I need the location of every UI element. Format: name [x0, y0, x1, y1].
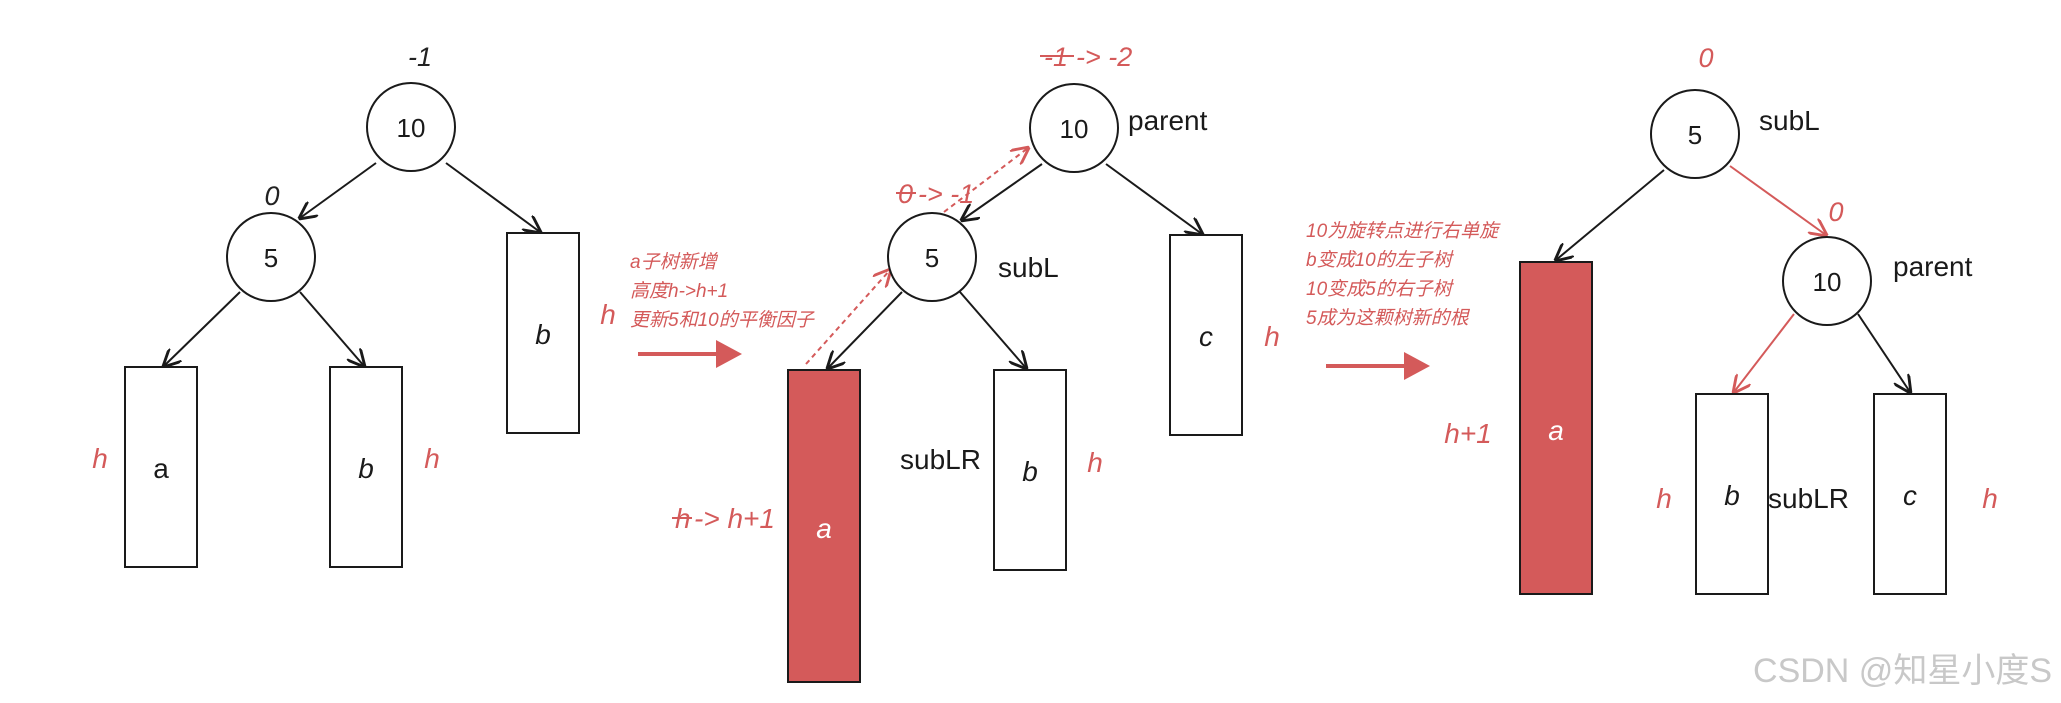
step-2-note-4: 5成为这颗树新的根 [1306, 307, 1471, 329]
subtree-a [124, 366, 198, 568]
subtree-b-under-10-height: h [600, 299, 616, 330]
node-5-value: 5 [925, 243, 939, 273]
edge-10-to-b [1734, 313, 1795, 392]
subtree-a-height-new: -> h+1 [694, 503, 775, 534]
subtree-b-under-10-label: b [535, 319, 551, 350]
node-10 [366, 82, 456, 172]
subtree-c-label: c [1903, 480, 1917, 511]
node-10-value: 10 [1060, 114, 1089, 144]
step-1-note-3: 更新5和10的平衡因子 [630, 309, 816, 331]
subtree-b [1695, 393, 1769, 595]
node-10-value: 10 [1813, 267, 1842, 297]
edge-10-to-b [445, 162, 540, 232]
subLR-tag: subLR [1768, 483, 1849, 514]
step-2-note-2: b变成10的左子树 [1306, 249, 1455, 271]
panel-2-after-insert: 10 -1 -> -2 parent 5 0 -> -1 subL a h ->… [672, 42, 1280, 683]
node-5-balance-factor: 0 [264, 181, 279, 211]
parent-tag: parent [1128, 105, 1208, 136]
edge-10-to-5 [300, 162, 377, 218]
node-5-value: 5 [1688, 120, 1702, 150]
subtree-c-height: h [1264, 321, 1280, 352]
step-1-annotation: a子树新增 高度h->h+1 更新5和10的平衡因子 [630, 251, 816, 368]
subtree-c-label: c [1199, 321, 1213, 352]
panel-3-after-right-rotation: 5 0 subL 10 0 parent a h+1 b subLR h c h [1444, 43, 1998, 595]
node-5 [226, 212, 316, 302]
node-10-balance-factor: -1 [408, 42, 432, 72]
node-10-balance-factor: -1 -> -2 [1040, 42, 1132, 72]
edge-10-to-c [1857, 313, 1910, 392]
step-2-note-3: 10变成5的右子树 [1306, 278, 1455, 300]
node-5 [887, 212, 977, 302]
node-10-balance-factor: 0 [1828, 197, 1843, 227]
node-10-value: 10 [397, 113, 426, 143]
step-2-annotation: 10为旋转点进行右单旋 b变成10的左子树 10变成5的右子树 5成为这颗树新的… [1306, 221, 1501, 380]
node-5 [1650, 89, 1740, 179]
node-10-bf-new: -> -2 [1076, 42, 1132, 72]
subtree-c-height: h [1982, 483, 1998, 514]
subtree-b-under-5 [329, 366, 403, 568]
edge-5-to-b [299, 291, 364, 366]
subtree-a-grown [787, 369, 861, 683]
subtree-b-under-5-height: h [424, 443, 440, 474]
panel-1-before-insert: 10 -1 5 0 a h b h b h [92, 42, 616, 568]
parent-tag: parent [1893, 251, 1973, 282]
node-5-value: 5 [264, 243, 278, 273]
subL-tag: subL [1759, 105, 1820, 136]
subtree-c [1169, 234, 1243, 436]
edge-5-to-10 [1729, 165, 1826, 235]
edge-10-to-5 [962, 163, 1043, 220]
subtree-a-height: h+1 [1444, 418, 1492, 449]
node-10 [1782, 236, 1872, 326]
subtree-b-under-10 [506, 232, 580, 434]
subLR-tag: subLR [900, 444, 981, 475]
node-5-bf-new: -> -1 [918, 179, 974, 209]
subL-tag: subL [998, 252, 1059, 283]
step-1-arrow-head [716, 340, 742, 368]
subtree-a-label: a [1548, 415, 1564, 446]
step-1-note-2: 高度h->h+1 [630, 280, 728, 302]
step-2-arrow-head [1404, 352, 1430, 380]
csdn-watermark: CSDN @知星小度S [1753, 652, 2052, 690]
edge-5-to-b [959, 291, 1026, 368]
subtree-b-height: h [1656, 483, 1672, 514]
edge-10-to-c [1105, 163, 1202, 234]
subtree-a [1519, 261, 1593, 595]
subtree-c [1873, 393, 1947, 595]
propagate-a-to-5-arrow [805, 270, 890, 365]
subtree-b-label: b [1724, 480, 1740, 511]
subtree-b-height: h [1087, 447, 1103, 478]
subtree-a-label: a [816, 513, 832, 544]
subtree-a-height: h [92, 443, 108, 474]
subtree-a-label: a [153, 453, 169, 484]
node-5-balance-factor: 0 [1698, 43, 1713, 73]
step-2-note-1: 10为旋转点进行右单旋 [1306, 221, 1501, 242]
edge-5-to-a [164, 291, 241, 366]
step-1-note-1: a子树新增 [630, 251, 719, 273]
subtree-b [993, 369, 1067, 571]
node-10 [1029, 83, 1119, 173]
edge-5-to-a [828, 291, 903, 368]
subtree-a-height: h -> h+1 [672, 503, 775, 534]
node-5-balance-factor: 0 -> -1 [896, 179, 974, 209]
edge-5-to-a [1556, 169, 1665, 260]
subtree-b-under-5-label: b [358, 453, 374, 484]
subtree-b-label: b [1022, 456, 1038, 487]
